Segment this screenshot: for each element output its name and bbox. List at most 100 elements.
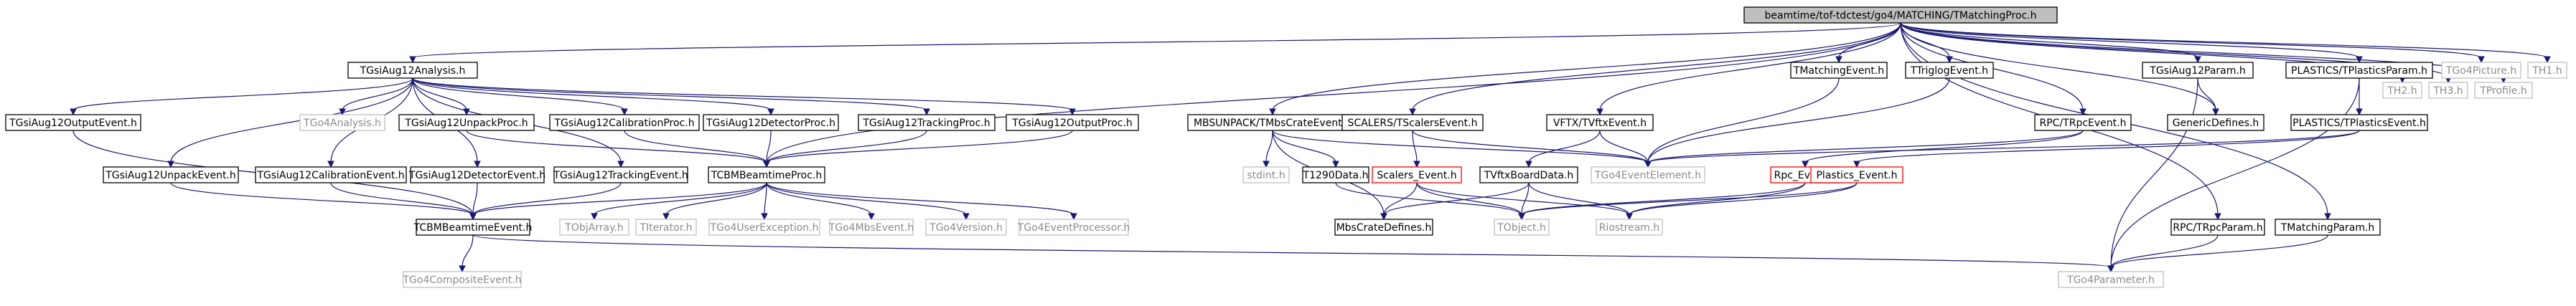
node-root[interactable]: beamtime/tof-tdctest/go4/MATCHING/TMatch… bbox=[1743, 6, 2058, 24]
node-box[interactable] bbox=[1596, 219, 1663, 236]
node-box[interactable] bbox=[398, 114, 535, 131]
edge-scalersEvt-scalersE bbox=[1412, 130, 1420, 168]
node-scalersE[interactable]: Scalers_Event.h bbox=[1372, 166, 1462, 183]
node-tobjarray[interactable]: TObjArray.h bbox=[559, 219, 629, 236]
node-box[interactable] bbox=[829, 219, 914, 236]
node-tprofile[interactable]: TProfile.h bbox=[2474, 82, 2533, 99]
node-box[interactable] bbox=[2290, 114, 2428, 131]
node-stdint[interactable]: stdint.h bbox=[1242, 166, 1290, 183]
node-box[interactable] bbox=[1302, 166, 1369, 183]
node-box[interactable] bbox=[703, 114, 839, 131]
node-box[interactable] bbox=[2058, 271, 2164, 288]
node-box[interactable] bbox=[1905, 62, 1994, 79]
node-box[interactable] bbox=[403, 271, 522, 288]
node-go4Param[interactable]: TGo4Parameter.h bbox=[2058, 271, 2164, 288]
node-box[interactable] bbox=[1743, 6, 2058, 24]
node-genDef[interactable]: GenericDefines.h bbox=[2167, 114, 2264, 131]
node-param[interactable]: TGsiAug12Param.h bbox=[2142, 62, 2254, 79]
node-plastParam[interactable]: PLASTICS/TPlasticsParam.h bbox=[2285, 62, 2433, 79]
node-outEvt[interactable]: TGsiAug12OutputEvent.h bbox=[5, 114, 141, 131]
node-box[interactable] bbox=[1242, 166, 1290, 183]
node-box[interactable] bbox=[1479, 166, 1578, 183]
node-box[interactable] bbox=[2382, 82, 2422, 99]
node-box[interactable] bbox=[2170, 219, 2265, 236]
node-box[interactable] bbox=[255, 166, 407, 183]
node-box[interactable] bbox=[1334, 219, 1433, 236]
node-detEvt[interactable]: TGsiAug12DetectorEvent.h bbox=[408, 166, 545, 183]
node-calEvt[interactable]: TGsiAug12CalibrationEvent.h bbox=[255, 166, 407, 183]
node-titerator[interactable]: TIterator.h bbox=[635, 219, 697, 236]
node-tobject[interactable]: TObject.h bbox=[1494, 219, 1550, 236]
node-mbsCrate[interactable]: MbsCrateDefines.h bbox=[1334, 219, 1433, 236]
node-unpProc[interactable]: TGsiAug12UnpackProc.h bbox=[398, 114, 535, 131]
node-go4EvtProc[interactable]: TGo4EventProcessor.h bbox=[1017, 219, 1130, 236]
node-rpcEvent[interactable]: RPC/TRpcEvent.h bbox=[2034, 114, 2132, 131]
node-triglog[interactable]: TTriglogEvent.h bbox=[1905, 62, 1994, 79]
node-box[interactable] bbox=[2474, 82, 2533, 99]
node-unpEvt[interactable]: TGsiAug12UnpackEvent.h bbox=[103, 166, 239, 183]
node-box[interactable] bbox=[2285, 62, 2433, 79]
node-box[interactable] bbox=[2167, 114, 2264, 131]
node-tcbmEvt[interactable]: TCBMBeamtimeEvent.h bbox=[413, 219, 533, 236]
node-box[interactable] bbox=[2441, 62, 2521, 79]
node-rpcParam[interactable]: RPC/TRpcParam.h bbox=[2170, 219, 2265, 236]
node-box[interactable] bbox=[553, 166, 688, 183]
node-picture[interactable]: TGo4Picture.h bbox=[2441, 62, 2521, 79]
edge-arrowhead bbox=[327, 161, 334, 168]
node-box[interactable] bbox=[5, 114, 141, 131]
node-label: TGsiAug12Analysis.h bbox=[360, 65, 466, 77]
node-box[interactable] bbox=[549, 114, 700, 131]
node-box[interactable] bbox=[635, 219, 697, 236]
node-box[interactable] bbox=[1018, 219, 1129, 236]
node-tcbmProc[interactable]: TCBMBeamtimeProc.h bbox=[708, 166, 825, 183]
node-plastE[interactable]: Plastics_Event.h bbox=[1810, 166, 1903, 183]
node-box[interactable] bbox=[410, 166, 545, 183]
node-go4EvtEl[interactable]: TGo4EventElement.h bbox=[1591, 166, 1705, 183]
node-box[interactable] bbox=[1790, 62, 1888, 79]
node-box[interactable] bbox=[2527, 62, 2567, 79]
node-box[interactable] bbox=[1810, 166, 1903, 183]
node-scalersEvt[interactable]: SCALERS/TScalersEvent.h bbox=[1341, 114, 1484, 131]
node-th1[interactable]: TH1.h bbox=[2527, 62, 2567, 79]
node-trkProc[interactable]: TGsiAug12TrackingProc.h bbox=[858, 114, 996, 131]
node-trkEvt[interactable]: TGsiAug12TrackingEvent.h bbox=[553, 166, 688, 183]
node-th2[interactable]: TH2.h bbox=[2382, 82, 2422, 99]
node-vftx[interactable]: VFTX/TVftxEvent.h bbox=[1546, 114, 1654, 131]
node-t1290[interactable]: T1290Data.h bbox=[1302, 166, 1369, 183]
node-box[interactable] bbox=[2428, 82, 2468, 99]
node-box[interactable] bbox=[347, 62, 478, 79]
node-box[interactable] bbox=[925, 219, 1007, 236]
node-go4UserExc[interactable]: TGo4UserException.h bbox=[708, 219, 820, 236]
node-box[interactable] bbox=[1494, 219, 1550, 236]
node-box[interactable] bbox=[559, 219, 629, 236]
node-matchParam[interactable]: TMatchingParam.h bbox=[2275, 219, 2381, 236]
node-box[interactable] bbox=[2275, 219, 2381, 236]
node-box[interactable] bbox=[858, 114, 996, 131]
node-calProc[interactable]: TGsiAug12CalibrationProc.h bbox=[549, 114, 700, 131]
node-go4MbsEvt[interactable]: TGo4MbsEvent.h bbox=[828, 219, 914, 236]
node-box[interactable] bbox=[1372, 166, 1462, 183]
node-box[interactable] bbox=[299, 114, 385, 131]
node-box[interactable] bbox=[2034, 114, 2132, 131]
node-box[interactable] bbox=[708, 219, 820, 236]
node-detProc[interactable]: TGsiAug12DetectorProc.h bbox=[703, 114, 839, 131]
node-box[interactable] bbox=[708, 166, 825, 183]
node-box[interactable] bbox=[416, 219, 530, 236]
node-riostream[interactable]: Riostream.h bbox=[1596, 219, 1663, 236]
node-box[interactable] bbox=[1591, 166, 1705, 183]
node-mbsunpack[interactable]: MBSUNPACK/TMbsCrateEvent.h bbox=[1187, 114, 1358, 131]
node-box[interactable] bbox=[1546, 114, 1654, 131]
node-box[interactable] bbox=[1006, 114, 1139, 131]
node-vftxBoard[interactable]: TVftxBoardData.h bbox=[1479, 166, 1578, 183]
node-go4CompEvt[interactable]: TGo4CompositeEvent.h bbox=[402, 271, 522, 288]
node-plastEvt[interactable]: PLASTICS/TPlasticsEvent.h bbox=[2290, 114, 2428, 131]
node-box[interactable] bbox=[103, 166, 239, 183]
node-th3[interactable]: TH3.h bbox=[2428, 82, 2468, 99]
node-go4Version[interactable]: TGo4Version.h bbox=[925, 219, 1007, 236]
node-go4Analysis[interactable]: TGo4Analysis.h bbox=[299, 114, 385, 131]
node-matchEvt[interactable]: TMatchingEvent.h bbox=[1790, 62, 1888, 79]
node-box[interactable] bbox=[1341, 114, 1484, 131]
node-analysis[interactable]: TGsiAug12Analysis.h bbox=[347, 62, 478, 79]
node-box[interactable] bbox=[2142, 62, 2254, 79]
node-outProc[interactable]: TGsiAug12OutputProc.h bbox=[1006, 114, 1139, 131]
